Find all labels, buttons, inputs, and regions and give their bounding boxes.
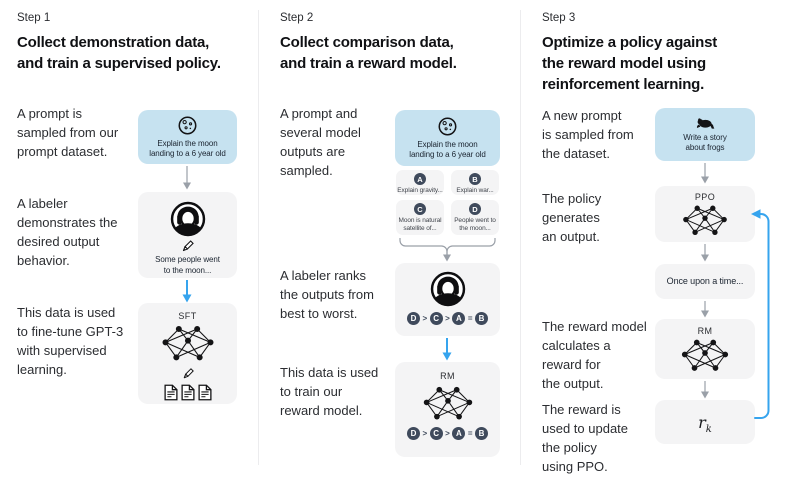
step-3-label: Step 3 (542, 12, 576, 24)
frog-icon (695, 116, 715, 130)
sft-model-box: SFT (138, 303, 237, 404)
output-sample-a: A Explain gravity... (396, 170, 444, 195)
arrow-down-icon (699, 381, 711, 399)
rank-operator: > (445, 429, 450, 438)
output-sample-text: Explain gravity... (397, 187, 443, 194)
ranking-row: D > C > A = B (406, 312, 488, 325)
output-sample-text: Explain war... (456, 187, 494, 194)
rank-badge: C (429, 312, 443, 325)
neural-network-icon (681, 204, 729, 238)
column-divider (258, 10, 259, 465)
output-letter-badge: B (469, 173, 481, 185)
rank-badge: B (475, 427, 488, 440)
labeler-icon (429, 270, 467, 308)
reward-model-box: RM (655, 319, 755, 379)
neural-network-icon (161, 324, 215, 364)
output-sample-b: B Explain war... (451, 170, 499, 195)
feedback-loop-arrow-icon (748, 203, 776, 428)
rank-operator: > (445, 314, 450, 323)
rank-badge: C (429, 427, 443, 440)
arrow-down-icon (181, 280, 193, 303)
neural-network-icon (422, 385, 474, 423)
rank-badge: A (452, 427, 466, 440)
output-letter-badge: D (469, 203, 481, 215)
rank-operator: > (422, 429, 428, 438)
pencil-icon (181, 367, 195, 381)
arrow-down-icon (441, 338, 453, 361)
rank-badge: D (406, 427, 420, 440)
rank-operator: = (467, 429, 473, 438)
step-1-title: Collect demonstration data,and train a s… (17, 34, 221, 72)
labeler-rank-box: D > C > A = B (395, 263, 500, 336)
reward-symbol: rk (698, 412, 712, 435)
documents-icon (163, 384, 212, 401)
rank-badge: A (452, 312, 466, 325)
arrow-down-icon (699, 244, 711, 262)
merge-brace-icon (395, 238, 500, 263)
reward-model-box: RM D > C > A = B (395, 362, 500, 457)
step-2-title: Collect comparison data,and train a rewa… (280, 34, 457, 72)
reward-value-box: rk (655, 400, 755, 444)
step-1-label: Step 1 (17, 12, 51, 24)
arrow-down-icon (181, 166, 193, 190)
output-letter-badge: C (414, 203, 426, 215)
arrow-down-icon (699, 301, 711, 318)
step-2-label: Step 2 (280, 12, 314, 24)
rank-badge: B (475, 312, 488, 325)
labeler-icon (169, 200, 207, 238)
moon-icon (437, 116, 458, 137)
rank-operator: > (422, 314, 428, 323)
rm-label: RM (440, 371, 455, 381)
column-divider (520, 10, 521, 465)
ppo-policy-box: PPO (655, 186, 755, 242)
neural-network-icon (680, 338, 730, 374)
moon-icon (177, 115, 198, 136)
output-letter-badge: A (414, 173, 426, 185)
rm-label: RM (697, 326, 713, 336)
rank-badge: D (406, 312, 420, 325)
arrow-down-icon (699, 163, 711, 184)
policy-output-box: Once upon a time... (655, 264, 755, 299)
policy-output-text: Once upon a time... (666, 276, 744, 287)
pencil-icon (180, 239, 195, 254)
sft-label: SFT (178, 311, 197, 321)
ppo-label: PPO (694, 192, 716, 202)
ranking-row: D > C > A = B (406, 427, 488, 440)
rank-operator: = (467, 314, 473, 323)
